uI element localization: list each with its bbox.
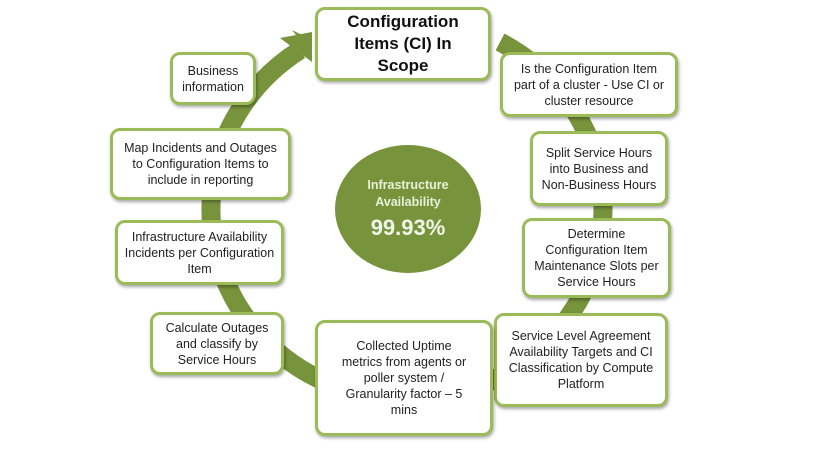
step-cluster-check: Is the Configuration Item part of a clus… [500, 52, 678, 117]
hub-label: Infrastructure Availability [367, 178, 449, 209]
step-calculate-outages: Calculate Outages and classify by Servic… [150, 312, 284, 375]
step-ci-in-scope: Configuration Items (CI) In Scope [315, 7, 491, 81]
step-collected-uptime: Collected Uptime metrics from agents or … [315, 320, 493, 436]
step-map-incidents: Map Incidents and Outages to Configurati… [110, 128, 291, 200]
step-business-information: Business information [170, 52, 256, 105]
step-availability-incidents: Infrastructure Availability Incidents pe… [115, 220, 284, 285]
infrastructure-availability-hub: Infrastructure Availability 99.93% [335, 145, 481, 273]
step-maintenance-slots: Determine Configuration Item Maintenance… [522, 218, 671, 298]
step-sla-targets: Service Level Agreement Availability Tar… [494, 313, 668, 407]
hub-value: 99.93% [370, 215, 446, 240]
cycle-arrowhead-tip [292, 30, 312, 60]
step-split-service-hours: Split Service Hours into Business and No… [530, 131, 668, 206]
